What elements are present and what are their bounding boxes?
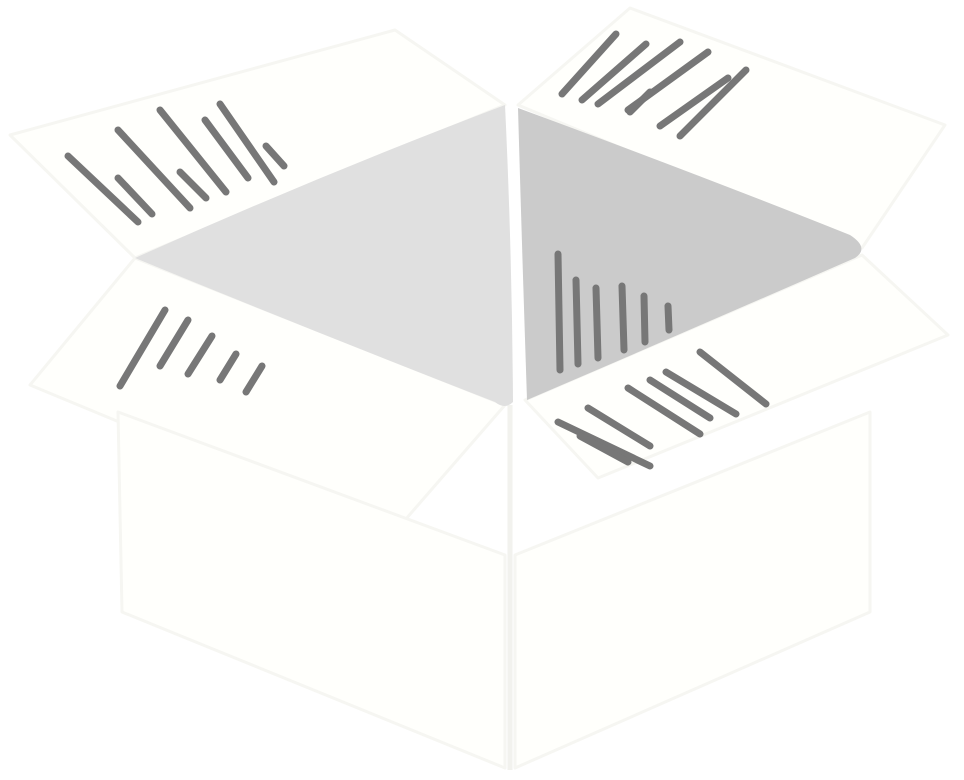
- box-front-right-face: [513, 410, 872, 770]
- box-inner-right-wall: [518, 108, 862, 400]
- hatch-lines-bottom-left: [116, 306, 266, 396]
- box-inner-left-wall: [135, 105, 513, 406]
- hatch-lines-top-left: [64, 100, 288, 226]
- box-front-left-face: [116, 410, 507, 770]
- hatch-lines-top-right: [558, 30, 750, 140]
- hatch-lines-inner-right: [554, 250, 673, 374]
- hatch-lines-bottom-right: [554, 348, 770, 470]
